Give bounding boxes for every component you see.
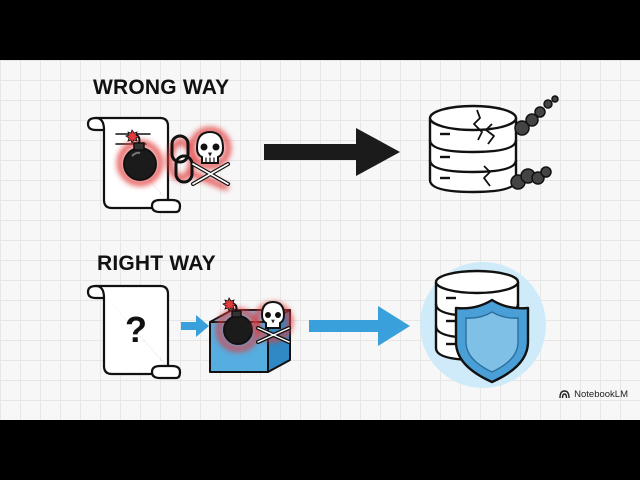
shielded-database-icon (420, 262, 546, 388)
right-way-heading: RIGHT WAY (97, 252, 216, 275)
scroll-icon (86, 284, 182, 380)
notebooklm-logo-icon (559, 390, 570, 399)
bomb-icon (216, 297, 260, 352)
diagram-canvas: WRONG WAY RIGHT WAY (0, 60, 640, 420)
question-mark-icon: ? (125, 309, 147, 350)
brand-label: NotebookLM (574, 389, 628, 400)
blue-arrow-icon (309, 306, 410, 346)
bomb-icon (123, 129, 157, 181)
diagram-art: ? (86, 95, 559, 388)
brand-watermark: NotebookLM (559, 389, 628, 400)
wrong-way-heading: WRONG WAY (93, 76, 230, 99)
cracked-database-icon (428, 95, 559, 194)
skull-crossbones-icon (191, 130, 230, 186)
chain-link-icon (170, 134, 194, 184)
skull-crossbones-icon (253, 300, 293, 344)
small-blue-arrow-icon (181, 315, 209, 337)
black-arrow-icon (264, 128, 400, 176)
